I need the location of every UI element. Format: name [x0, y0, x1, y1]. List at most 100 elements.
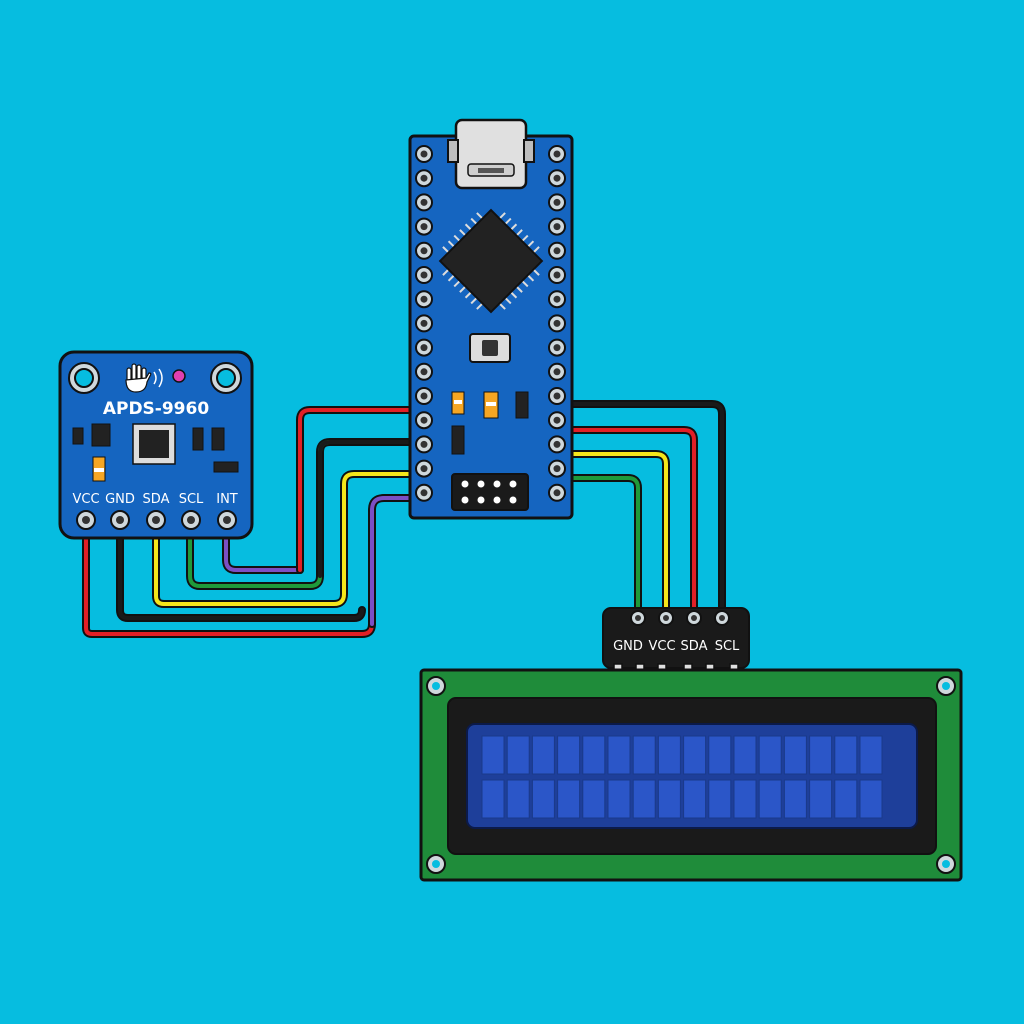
lcd-cell: [708, 779, 732, 819]
lcd-cell: [834, 779, 858, 819]
hand-gesture-icon: [125, 363, 163, 393]
chip-leg: [532, 246, 540, 254]
mounting-hole: [426, 854, 446, 874]
lcd-cell: [531, 779, 555, 819]
chip-leg: [470, 217, 478, 225]
reset-button: [469, 333, 511, 363]
lcd-cell: [708, 735, 732, 775]
lcd-cell: [683, 735, 707, 775]
header-pin: [415, 483, 433, 502]
header-pin: [415, 145, 433, 163]
chip-leg: [442, 246, 450, 254]
chip-leg: [459, 285, 467, 293]
chip-leg: [464, 291, 472, 299]
lcd-cell: [758, 779, 782, 819]
header-pin: [548, 169, 566, 188]
header-pin: [548, 145, 566, 163]
lcd-header-pads: [630, 610, 730, 626]
lcd-pin-label: SDA: [681, 639, 708, 654]
smd-resistor: [451, 425, 465, 455]
lcd-cell: [683, 779, 707, 819]
smd-chip: [91, 423, 111, 447]
sensor-pin-pads: [76, 510, 237, 530]
sensor-pin-label: INT: [216, 492, 238, 507]
header-pin: [548, 338, 566, 357]
lcd-pin-label: VCC: [648, 639, 675, 654]
lcd-cell: [607, 779, 631, 819]
wire-lcd-sda: [552, 426, 698, 620]
chip-leg: [453, 280, 461, 288]
header-pin: [415, 193, 433, 212]
lcd-cell: [657, 735, 681, 775]
sensor-pin-label: SDA: [143, 492, 170, 507]
nano-header-pins: [415, 145, 566, 502]
lcd-i2c-header: GND VCC SDA SCL: [602, 607, 750, 683]
apds9960-sensor-board: APDS-9960 VCC GND SDA SCL INT: [58, 350, 254, 540]
lcd-cell: [758, 735, 782, 775]
lcd-cell: [607, 735, 631, 775]
lcd-cell: [859, 735, 883, 775]
lcd-cell: [632, 779, 656, 819]
mounting-hole: [426, 676, 446, 696]
header-pin: [415, 266, 433, 284]
chip-leg: [515, 229, 523, 237]
header-pin: [548, 483, 566, 502]
lcd-cell: [632, 735, 656, 775]
smd-resistor: [211, 427, 225, 451]
header-pin: [548, 362, 566, 381]
wire-sensor-int: [222, 494, 428, 628]
lcd-cell: [531, 735, 555, 775]
header-pin: [548, 435, 566, 454]
lcd-cell: [557, 735, 581, 775]
led-indicator: [172, 369, 186, 383]
sensor-pin-label: GND: [105, 492, 135, 507]
chip-leg: [521, 280, 529, 288]
smd-resistor: [515, 391, 529, 419]
chip-leg: [476, 212, 484, 220]
usb-connector-icon: [447, 118, 535, 190]
header-pin: [548, 241, 566, 260]
header-pin: [415, 169, 433, 188]
chip-leg: [515, 285, 523, 293]
wire-sensor-gnd: [116, 516, 366, 622]
icsp-header: [451, 473, 529, 511]
chip-leg: [498, 302, 506, 310]
header-pin: [548, 459, 566, 478]
chip-leg: [476, 302, 484, 310]
lcd-cell: [582, 735, 606, 775]
lcd-pin-label: GND: [613, 639, 643, 654]
header-pin: [548, 387, 566, 405]
chip-leg: [521, 234, 529, 242]
chip-leg: [504, 217, 512, 225]
wire-lcd-scl: [552, 400, 726, 620]
lcd-cell: [783, 779, 807, 819]
chip-leg: [464, 223, 472, 231]
lcd-character-cells: [481, 735, 883, 819]
wire-nano-black-left: [318, 440, 426, 578]
lcd-cell: [859, 779, 883, 819]
wire-lcd-gnd: [552, 474, 642, 620]
mounting-hole: [936, 676, 956, 696]
lcd-cell: [506, 779, 530, 819]
smd-resistor: [192, 427, 204, 451]
mounting-hole: [936, 854, 956, 874]
mounting-hole: [74, 368, 94, 388]
header-pin: [415, 241, 433, 260]
header-pin: [415, 290, 433, 309]
header-pin: [415, 435, 433, 454]
lcd-cell: [506, 735, 530, 775]
lcd-cell: [783, 735, 807, 775]
header-pin: [548, 193, 566, 212]
lcd-cell: [733, 779, 757, 819]
header-pin: [415, 362, 433, 381]
chip-leg: [504, 297, 512, 305]
chip-leg: [442, 268, 450, 276]
chip-leg: [470, 297, 478, 305]
sensor-pin-label: VCC: [72, 492, 99, 507]
wire-nano-red-left: [296, 406, 428, 574]
wire-sensor-sda: [152, 470, 428, 608]
chip-leg: [453, 234, 461, 242]
header-pin: [548, 266, 566, 284]
lcd-cell: [481, 779, 505, 819]
